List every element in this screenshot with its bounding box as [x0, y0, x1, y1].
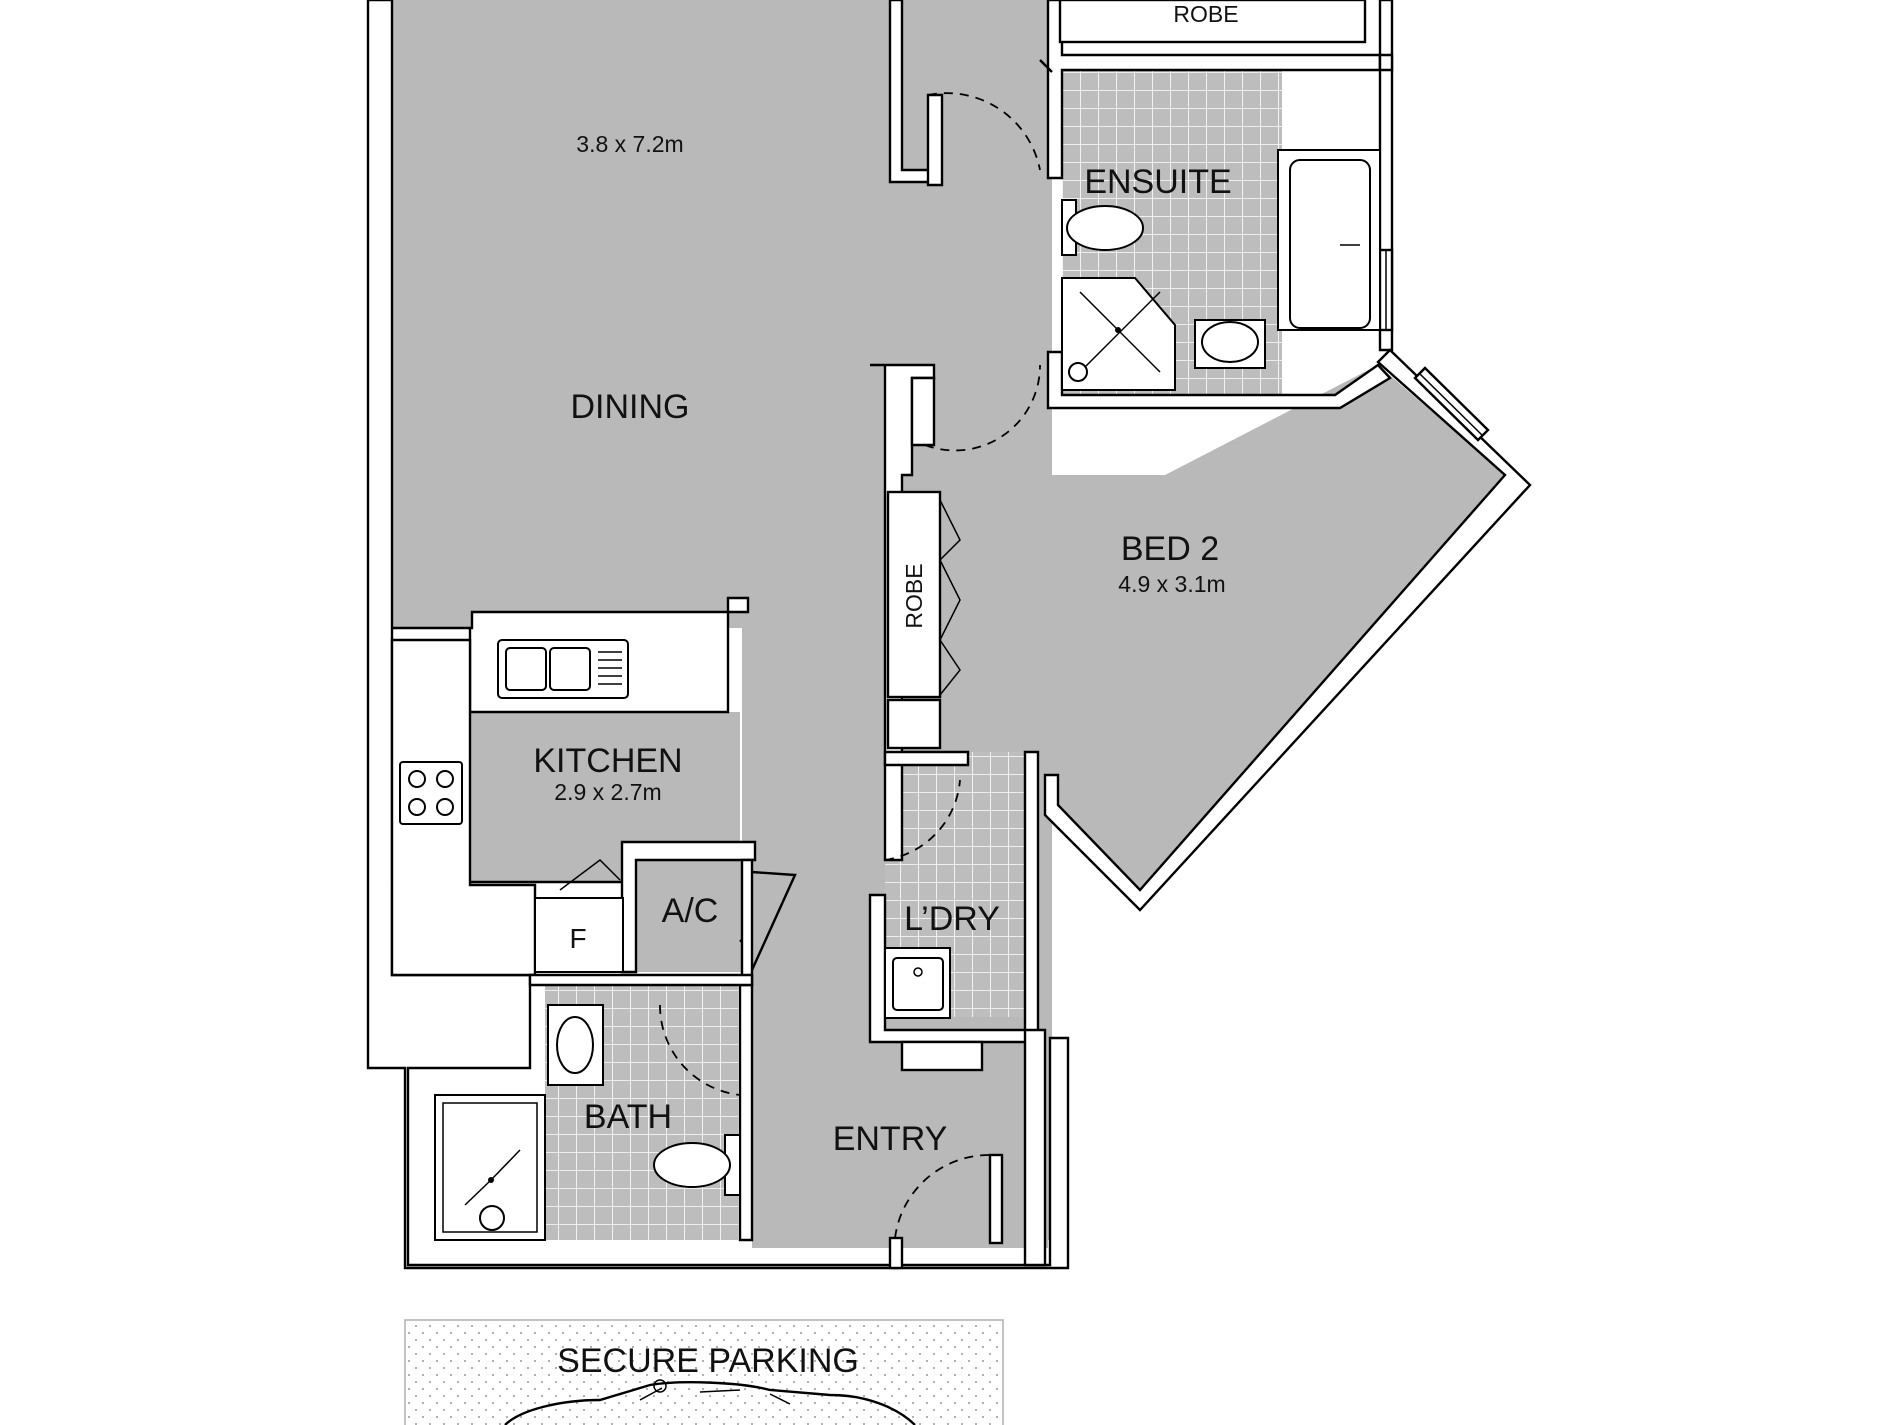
bed2-floor: [955, 365, 1505, 895]
bath-label: BATH: [584, 1098, 672, 1136]
ensuite-toilet-icon: [1061, 199, 1144, 256]
ac-floor: [636, 842, 746, 972]
room-labels: 3.8 x 7.2m DINING KITCHEN 2.9 x 2.7m BED…: [533, 1, 1238, 1380]
cooktop-icon: [399, 761, 463, 825]
bath-toilet-icon: [653, 1134, 741, 1196]
laundry-tub-icon: [884, 947, 951, 1019]
bath-basin-icon: [547, 1004, 604, 1086]
living-dims-label: 3.8 x 7.2m: [576, 131, 683, 157]
robe-side-label: ROBE: [901, 563, 927, 628]
parking-label: SECURE PARKING: [557, 1342, 859, 1380]
fixtures: [399, 149, 1381, 1241]
parking-area: [404, 1319, 1004, 1425]
fridge-space: [534, 897, 624, 973]
ensuite-shower-icon: [1061, 277, 1176, 391]
bed2-dims-label: 4.9 x 3.1m: [1118, 571, 1225, 597]
dining-label: DINING: [571, 388, 690, 426]
shower-icon: [434, 1094, 546, 1241]
entry-floor: [752, 980, 1048, 1248]
kitchen-sink-icon: [497, 639, 629, 699]
kitchen-dims-label: 2.9 x 2.7m: [554, 779, 661, 805]
ensuite-label: ENSUITE: [1084, 163, 1231, 201]
fridge-label: F: [569, 923, 586, 954]
robe-top-label: ROBE: [1173, 1, 1238, 27]
parking-bay: [404, 1319, 1004, 1425]
bed2-label: BED 2: [1121, 530, 1219, 568]
upper-hall-floor: [880, 0, 1050, 170]
car-icon: [504, 1379, 916, 1425]
door-swings: [559, 59, 1053, 1239]
laundry-label: L’DRY: [904, 900, 1000, 938]
kitchen-label: KITCHEN: [533, 742, 682, 780]
ac-label: A/C: [662, 892, 719, 930]
entry-label: ENTRY: [833, 1120, 948, 1158]
ensuite-basin-icon: [1194, 319, 1266, 369]
bathtub-icon: [1277, 149, 1381, 331]
